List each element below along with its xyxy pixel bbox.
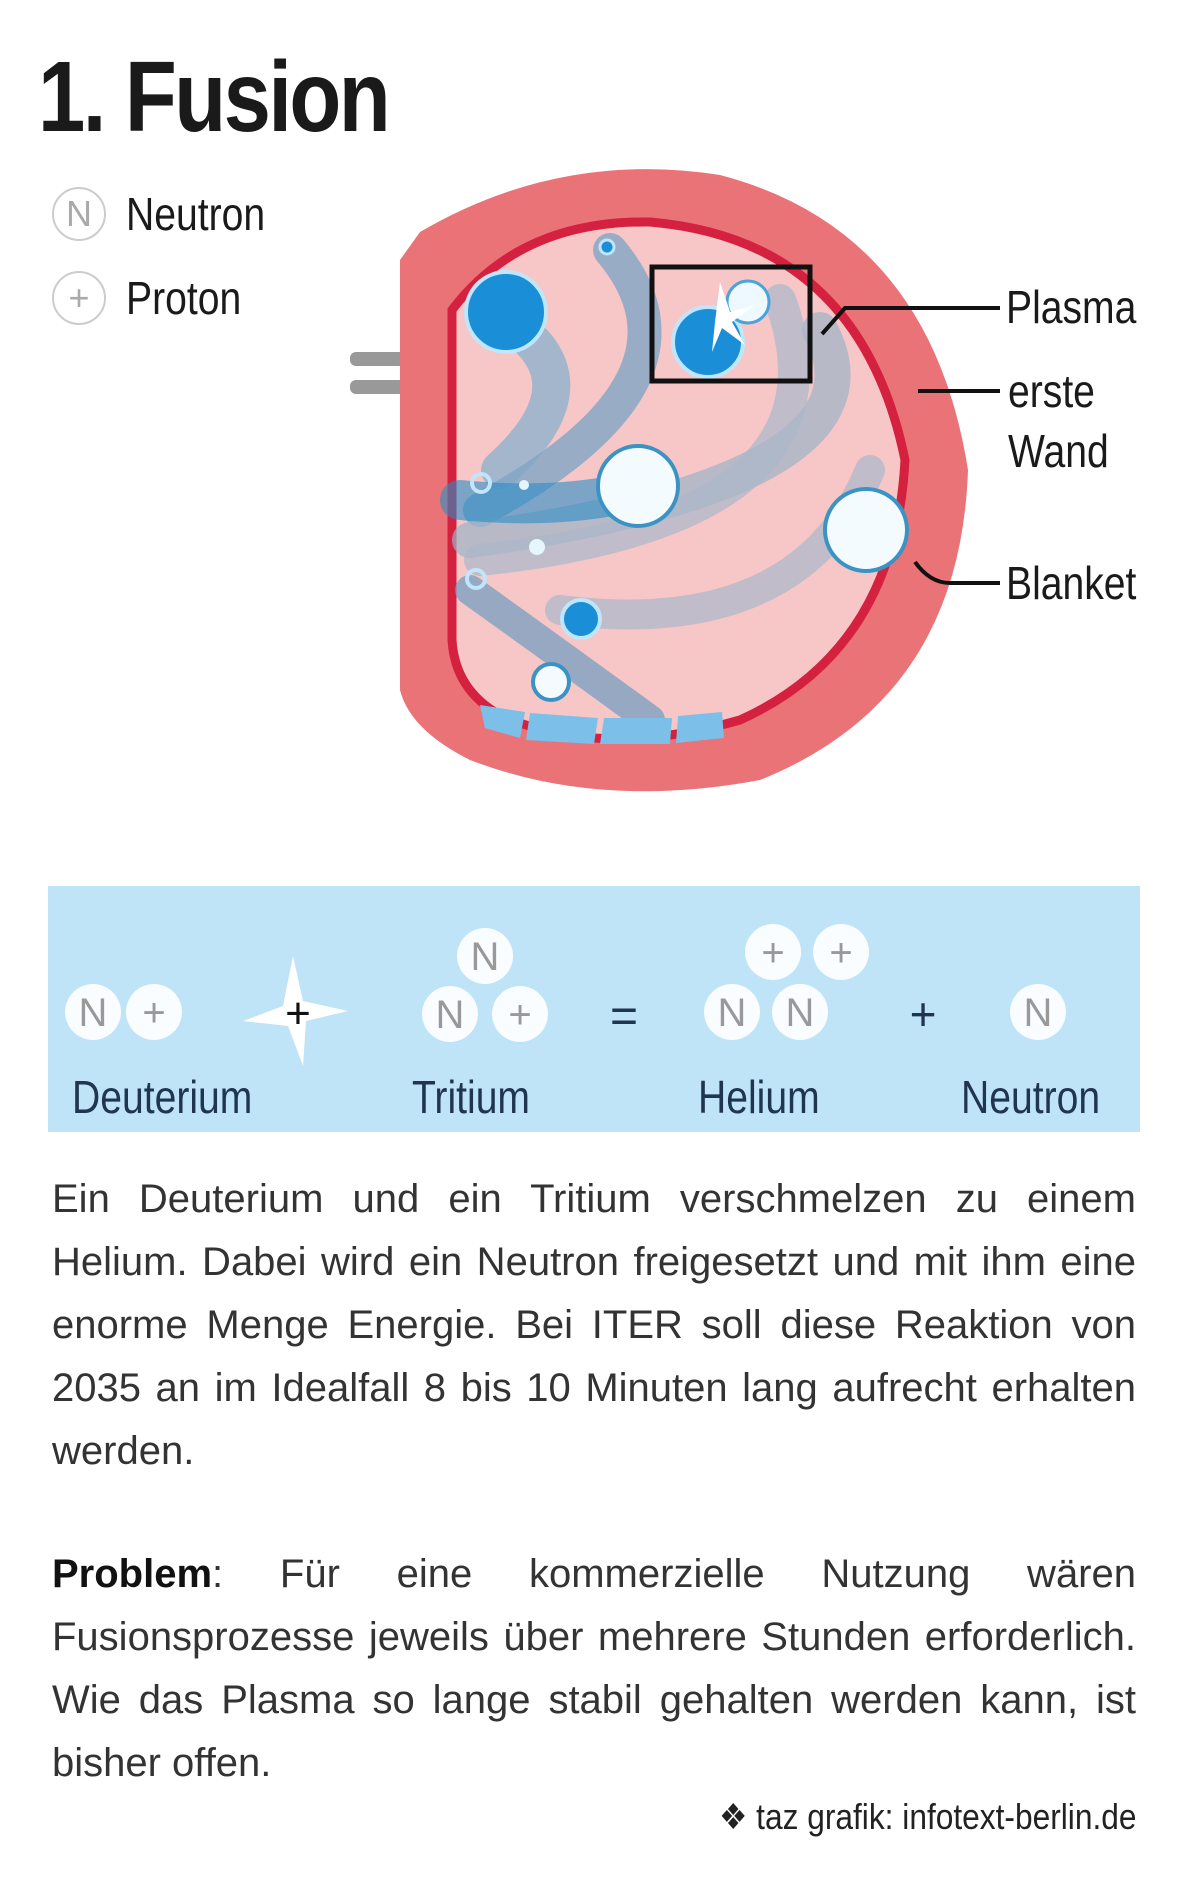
problem-text: : Für eine kommerzielle Nutzung wären Fu…	[52, 1552, 1136, 1785]
problem-label: Problem	[52, 1552, 213, 1596]
svg-text:N: N	[1024, 991, 1053, 1035]
paw-icon: ❖	[718, 1796, 756, 1837]
label-erste: erste	[1008, 365, 1095, 417]
neutron-icon: N	[52, 187, 106, 241]
svg-text:N: N	[436, 993, 465, 1037]
label-deuterium: Deuterium	[72, 1071, 253, 1123]
particle	[598, 238, 616, 256]
legend-label: Proton	[126, 272, 242, 324]
legend-neutron: N Neutron	[52, 187, 290, 241]
proton-icon: +	[142, 991, 165, 1035]
svg-text:+: +	[508, 993, 531, 1037]
particle	[596, 444, 680, 528]
plasma-highlight-box	[649, 264, 813, 384]
svg-text:+: +	[761, 931, 784, 975]
label-tritium: Tritium	[412, 1071, 531, 1123]
fusion-spark-icon	[712, 282, 755, 352]
problem-paragraph: Problem: Für eine kommerzielle Nutzung w…	[52, 1543, 1136, 1795]
divertor-tiles	[480, 705, 724, 744]
particle	[823, 487, 909, 573]
particle	[470, 472, 492, 494]
plus-sign: +	[910, 988, 937, 1040]
particle	[519, 480, 529, 490]
fusion-spark-icon	[243, 956, 348, 1066]
neutron-icon: N	[79, 991, 108, 1035]
tokamak-diagram	[350, 169, 1000, 792]
credit: ❖ taz grafik: infotext-berlin.de	[718, 1796, 1136, 1838]
description-paragraph: Ein Deuterium und ein Tritium verschmelz…	[52, 1177, 1136, 1473]
legend-proton: + Proton	[52, 271, 262, 325]
label-neutron: Neutron	[961, 1071, 1101, 1123]
plus-sign: +	[285, 989, 311, 1038]
svg-text:N: N	[718, 991, 747, 1035]
particle	[464, 270, 548, 354]
equation-graphics: N + + N N + = + + N N + N	[65, 924, 1066, 1066]
particle	[560, 598, 602, 640]
fusion-equation-panel: N + + N N + = + + N N + N Deuterium Trit…	[48, 886, 1140, 1132]
label-leader-lines	[820, 306, 1000, 585]
svg-text:N: N	[471, 935, 500, 979]
equals-sign: =	[610, 990, 638, 1043]
legend-label: Neutron	[126, 188, 266, 240]
credit-text: taz grafik: infotext-berlin.de	[755, 1796, 1136, 1837]
label-wand: Wand	[1008, 425, 1109, 477]
particle	[529, 539, 545, 555]
page-title: 1. Fusion	[38, 41, 391, 153]
svg-text:N: N	[786, 991, 815, 1035]
svg-text:+: +	[829, 931, 852, 975]
particle	[531, 662, 571, 702]
label-blanket: Blanket	[1006, 557, 1137, 609]
proton-icon: +	[52, 271, 106, 325]
label-plasma: Plasma	[1006, 281, 1137, 333]
label-helium: Helium	[698, 1071, 820, 1123]
particle	[465, 568, 487, 590]
